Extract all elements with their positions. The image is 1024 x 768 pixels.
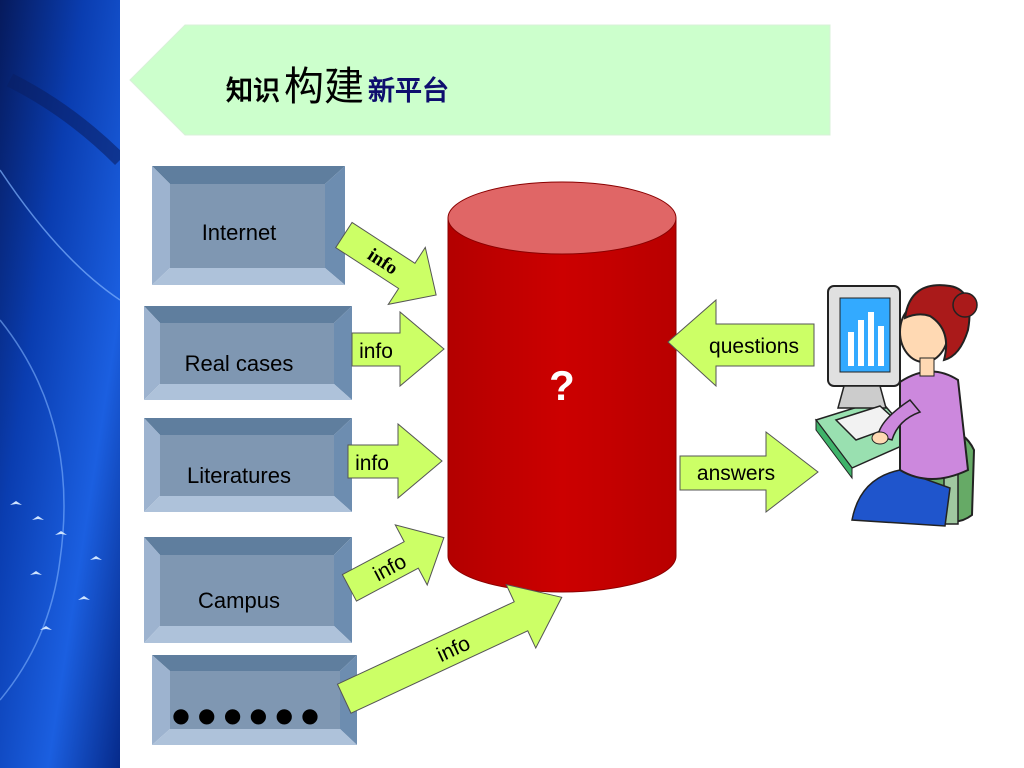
title-part-2: 构建 xyxy=(284,64,364,110)
answers-label: answers xyxy=(697,462,775,485)
info-arrow-campus: info xyxy=(341,524,445,602)
answers-arrow: answers xyxy=(679,430,819,514)
questions-arrow: questions xyxy=(667,298,815,388)
knowledge-cylinder: ? xyxy=(447,181,677,593)
source-label-campus: Campus xyxy=(198,588,280,613)
user-at-computer-illustration xyxy=(814,284,978,527)
info-arrow-literatures: info xyxy=(347,422,443,500)
source-box-more: ● ● ● ● ● ● xyxy=(152,655,357,745)
left-decorative-band xyxy=(0,0,120,768)
title-part-3: 新平台 xyxy=(368,75,449,107)
cylinder-label: ? xyxy=(549,362,575,409)
source-label-ellipsis: ● ● ● ● ● ● xyxy=(172,703,320,727)
source-label-real-cases: Real cases xyxy=(185,351,294,376)
info-arrow-label-literatures: info xyxy=(355,452,389,475)
info-arrow-internet: info xyxy=(335,221,437,306)
info-arrow-label-real-cases: info xyxy=(359,340,393,363)
info-arrow-real-cases: info xyxy=(351,310,445,388)
bird-silhouettes xyxy=(10,501,102,630)
source-box-internet: Internet xyxy=(152,166,345,285)
source-box-literatures: Literatures xyxy=(144,418,352,512)
questions-label: questions xyxy=(709,335,799,358)
source-label-literatures: Literatures xyxy=(187,463,291,488)
title-banner: 知识构建新平台 xyxy=(129,24,831,136)
source-label-internet: Internet xyxy=(202,220,277,245)
source-box-real-cases: Real cases xyxy=(144,306,352,400)
title-part-1: 知识 xyxy=(226,76,280,107)
source-box-campus: Campus xyxy=(144,537,352,643)
page-title: 知识构建新平台 xyxy=(226,64,449,110)
